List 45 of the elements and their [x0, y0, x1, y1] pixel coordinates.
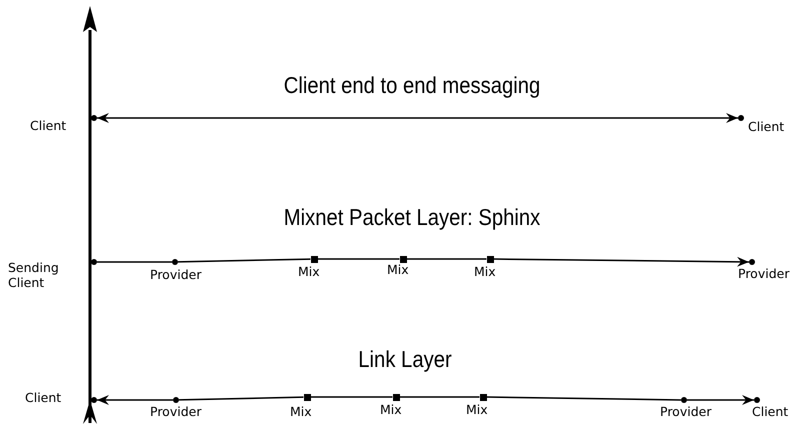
node-label: Client	[30, 118, 66, 133]
connector-line	[406, 258, 486, 260]
arrow	[494, 256, 749, 267]
dot-marker	[754, 397, 760, 403]
square-marker	[310, 256, 318, 262]
node-label: Client	[752, 404, 788, 419]
layer-heading: Mixnet Packet Layer: Sphinx	[284, 204, 540, 231]
dot-marker	[173, 397, 179, 403]
square-marker	[392, 394, 400, 400]
node-label: Provider	[150, 404, 202, 419]
node-label: Mix	[380, 402, 402, 417]
layer-heading: Client end to end messaging	[284, 72, 540, 99]
arrow	[97, 113, 738, 123]
connector-line	[310, 396, 392, 398]
connector-line	[97, 261, 172, 263]
dot-marker	[91, 259, 97, 265]
node-label: Sending Client	[8, 260, 60, 290]
node-label: Mix	[298, 264, 320, 279]
connector-line	[178, 258, 311, 263]
node-label: Client	[25, 390, 62, 405]
node-label: Provider	[660, 404, 712, 419]
node-label: Client	[748, 119, 784, 134]
connector-line	[400, 396, 480, 398]
arrow	[97, 395, 173, 405]
square-marker	[400, 256, 406, 262]
node-label: Mix	[474, 264, 496, 279]
node-label: Provider	[150, 267, 202, 282]
node-label: Mix	[290, 404, 312, 419]
connector-line	[486, 396, 682, 401]
dot-marker	[91, 115, 97, 121]
dot-marker	[172, 259, 178, 265]
dot-marker	[749, 259, 755, 265]
dot-marker	[91, 397, 97, 403]
node-label: Mix	[466, 402, 488, 417]
dot-marker	[738, 115, 744, 121]
square-marker	[480, 394, 486, 400]
arrow	[687, 395, 754, 405]
connector-line	[178, 396, 304, 401]
layer-heading: Link Layer	[358, 346, 452, 373]
node-label: Mix	[387, 262, 409, 277]
square-marker	[304, 394, 310, 400]
dot-marker	[681, 397, 687, 403]
square-marker	[486, 256, 494, 262]
connector-line	[318, 258, 400, 260]
node-label: Provider	[738, 266, 790, 281]
